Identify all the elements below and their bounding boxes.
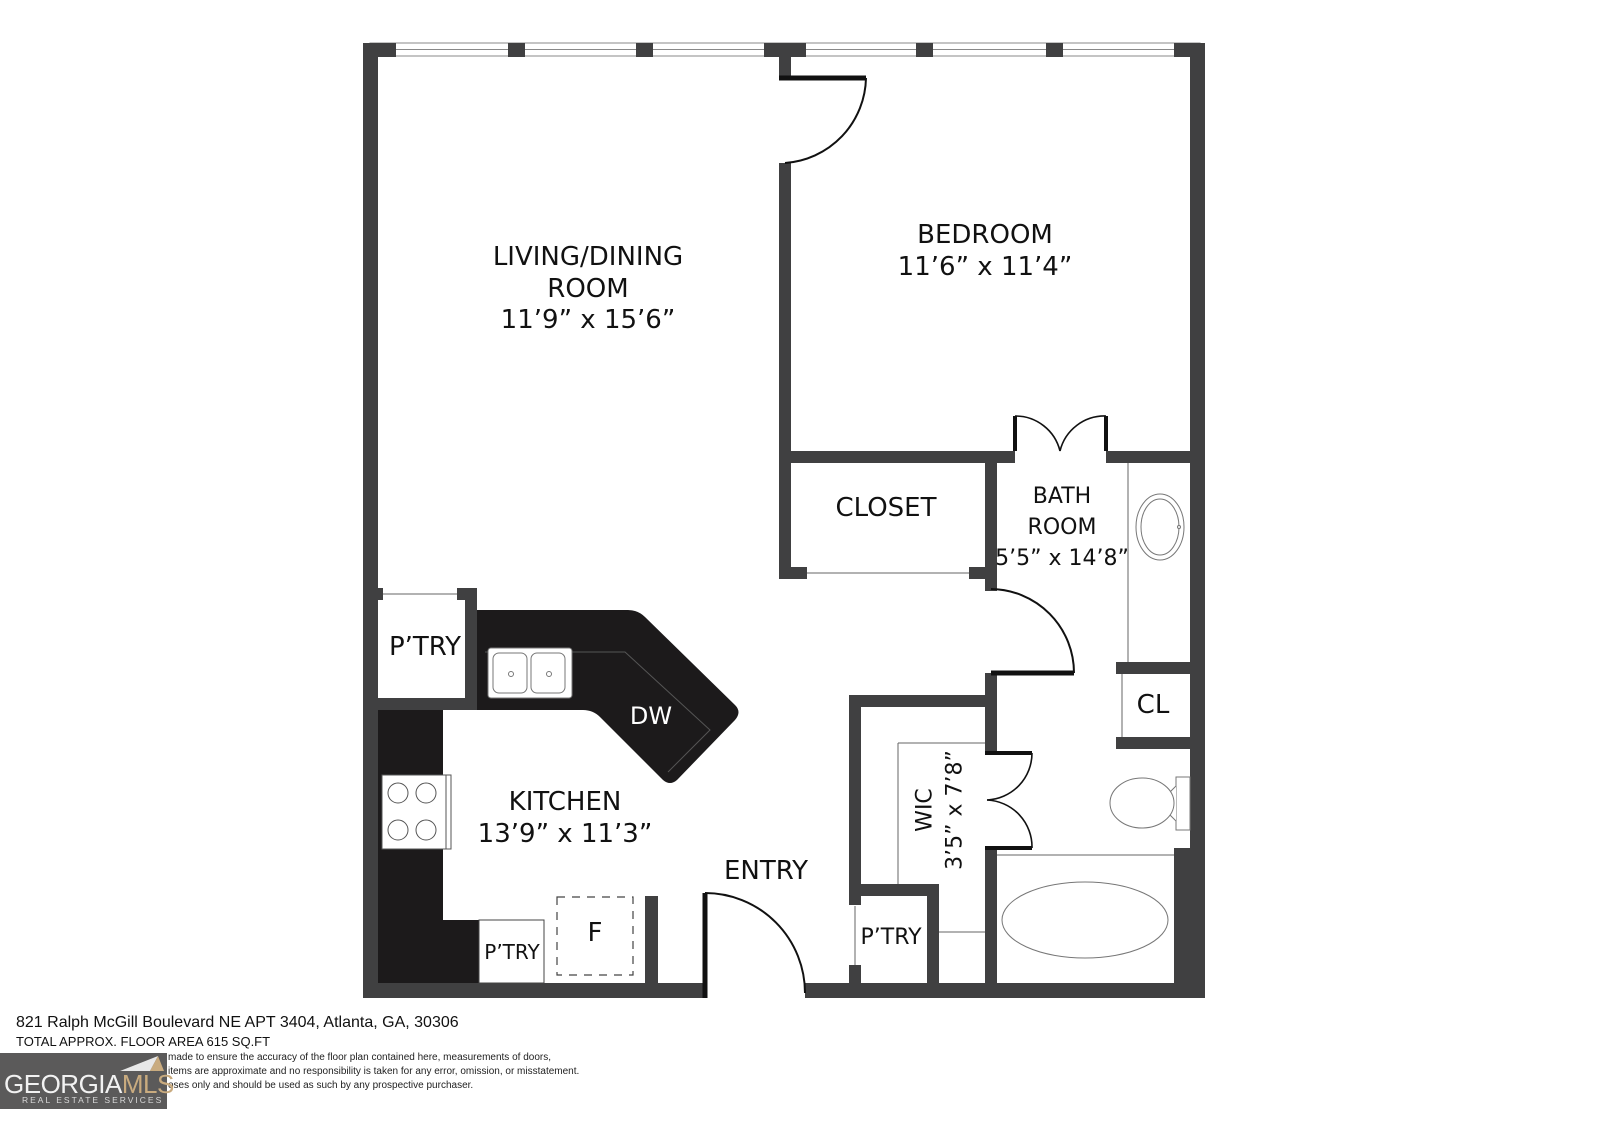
georgia-mls-logo: GEORGIAMLS REAL ESTATE SERVICES — [0, 1053, 174, 1109]
property-address: 821 Ralph McGill Boulevard NE APT 3404, … — [16, 1014, 459, 1031]
bathroom-sink-icon — [1135, 493, 1185, 561]
kitchen-name: KITCHEN — [508, 787, 622, 817]
total-floor-area: TOTAL APPROX. FLOOR AREA 615 SQ.FT — [16, 1034, 271, 1049]
pantry-kitchen-label: P’TRY — [484, 940, 539, 964]
logo-main: GEORGIA — [4, 1069, 122, 1099]
roof-icon — [120, 1056, 164, 1071]
closet-label: CLOSET — [836, 493, 937, 525]
fridge-outline — [556, 896, 634, 976]
logo-wordmark: GEORGIAMLS — [4, 1069, 174, 1100]
bathtub-icon — [1001, 881, 1169, 959]
kitchen-dims: 13’9” x 11’3” — [477, 818, 653, 849]
entry-label: ENTRY — [724, 856, 808, 888]
dishwasher-label: DW — [630, 702, 672, 731]
bedroom-label: BEDROOM 11’6” x 11’4” — [898, 220, 1073, 283]
wic-dims: 3’5” x 7’8” — [942, 750, 967, 870]
logo-accent: MLS — [121, 1069, 174, 1099]
exterior-walls — [363, 43, 1205, 998]
thin-lines — [383, 463, 1174, 965]
disclaimer-line-1: made to ensure the accuracy of the floor… — [168, 1052, 551, 1063]
interior-walls — [363, 43, 1205, 998]
dishwasher-name: DW — [629, 702, 673, 730]
fridge-name: F — [587, 918, 603, 948]
cl-label: CL — [1137, 690, 1170, 722]
bathroom-label: BATH ROOM 5’5” x 14’8” — [995, 482, 1129, 574]
living-room-label: LIVING/DINING ROOM 11’9” x 15’6” — [493, 242, 683, 337]
pantry-kitchen-box — [478, 919, 545, 984]
cl-name: CL — [1136, 690, 1170, 720]
bathroom-name-1: BATH — [1032, 484, 1092, 509]
pantry-upper-label: P’TRY — [389, 632, 461, 664]
entry-name: ENTRY — [723, 856, 809, 886]
pantry-kitchen-name: P’TRY — [484, 940, 540, 964]
bedroom-dims: 11’6” x 11’4” — [897, 251, 1073, 282]
kitchen-label: KITCHEN 13’9” x 11’3” — [478, 787, 653, 850]
stove-icon — [381, 774, 452, 850]
living-room-name-1: LIVING/DINING — [492, 242, 684, 272]
logo-subtitle: REAL ESTATE SERVICES — [22, 1095, 164, 1105]
living-room-name-2: ROOM — [547, 273, 629, 304]
sink-icon — [487, 647, 573, 699]
pantry-lower-name: P’TRY — [860, 925, 922, 950]
living-room-dims: 11’9” x 15’6” — [500, 305, 676, 336]
wic-name: WIC — [912, 788, 938, 832]
bathroom-dims: 5’5” x 14’8” — [995, 545, 1129, 571]
closet-name: CLOSET — [835, 493, 937, 523]
pantry-lower-label: P’TRY — [860, 925, 921, 952]
disclaimer-line-3: oses only and should be used as such by … — [168, 1080, 474, 1091]
wic-label: WIC 3’5” x 7’8” — [910, 750, 969, 870]
bathroom-name-2: ROOM — [1027, 514, 1097, 540]
doors — [702, 75, 1108, 998]
fridge-label: F — [588, 918, 603, 950]
pantry-upper-name: P’TRY — [388, 632, 462, 662]
bedroom-name: BEDROOM — [917, 220, 1053, 250]
toilet-icon — [1109, 776, 1191, 831]
disclaimer-line-2: items are approximate and no responsibil… — [168, 1066, 580, 1077]
